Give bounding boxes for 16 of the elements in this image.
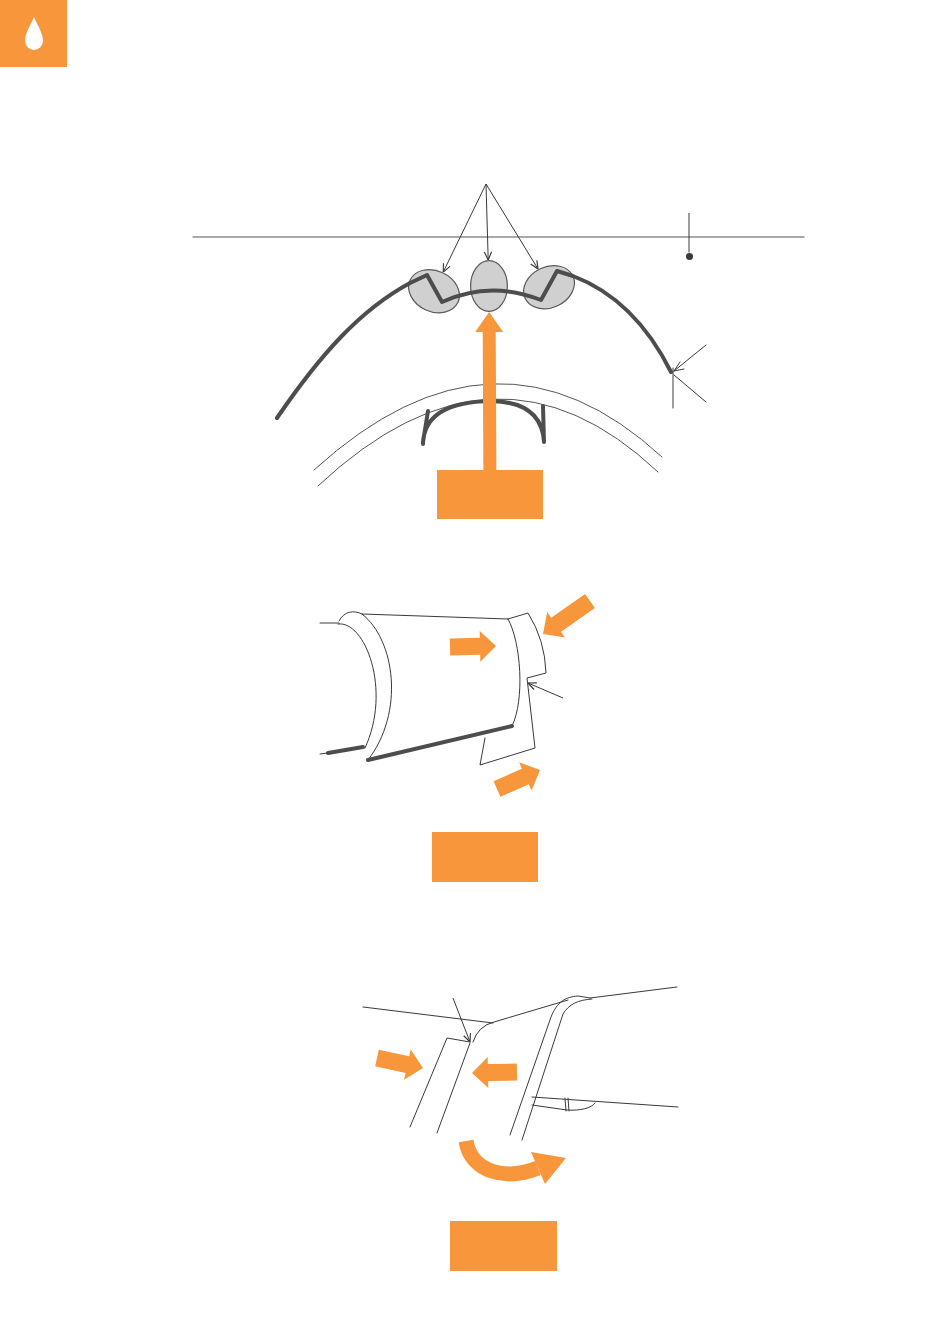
leader-line <box>483 183 493 261</box>
oval-marker <box>407 268 460 314</box>
block-arrow <box>475 312 504 470</box>
dot-marker <box>685 252 693 260</box>
label-box <box>432 832 538 882</box>
leader-line <box>442 183 487 273</box>
oval-marker <box>522 264 575 310</box>
leader-line <box>688 212 690 253</box>
leader-line <box>452 997 471 1043</box>
strip-drawing <box>409 1037 471 1134</box>
label-box <box>450 1221 557 1271</box>
label-box <box>437 470 543 519</box>
flap-drawing <box>479 612 547 766</box>
oval-marker <box>470 260 508 312</box>
leader-line <box>527 682 564 699</box>
leader-line <box>485 183 539 270</box>
